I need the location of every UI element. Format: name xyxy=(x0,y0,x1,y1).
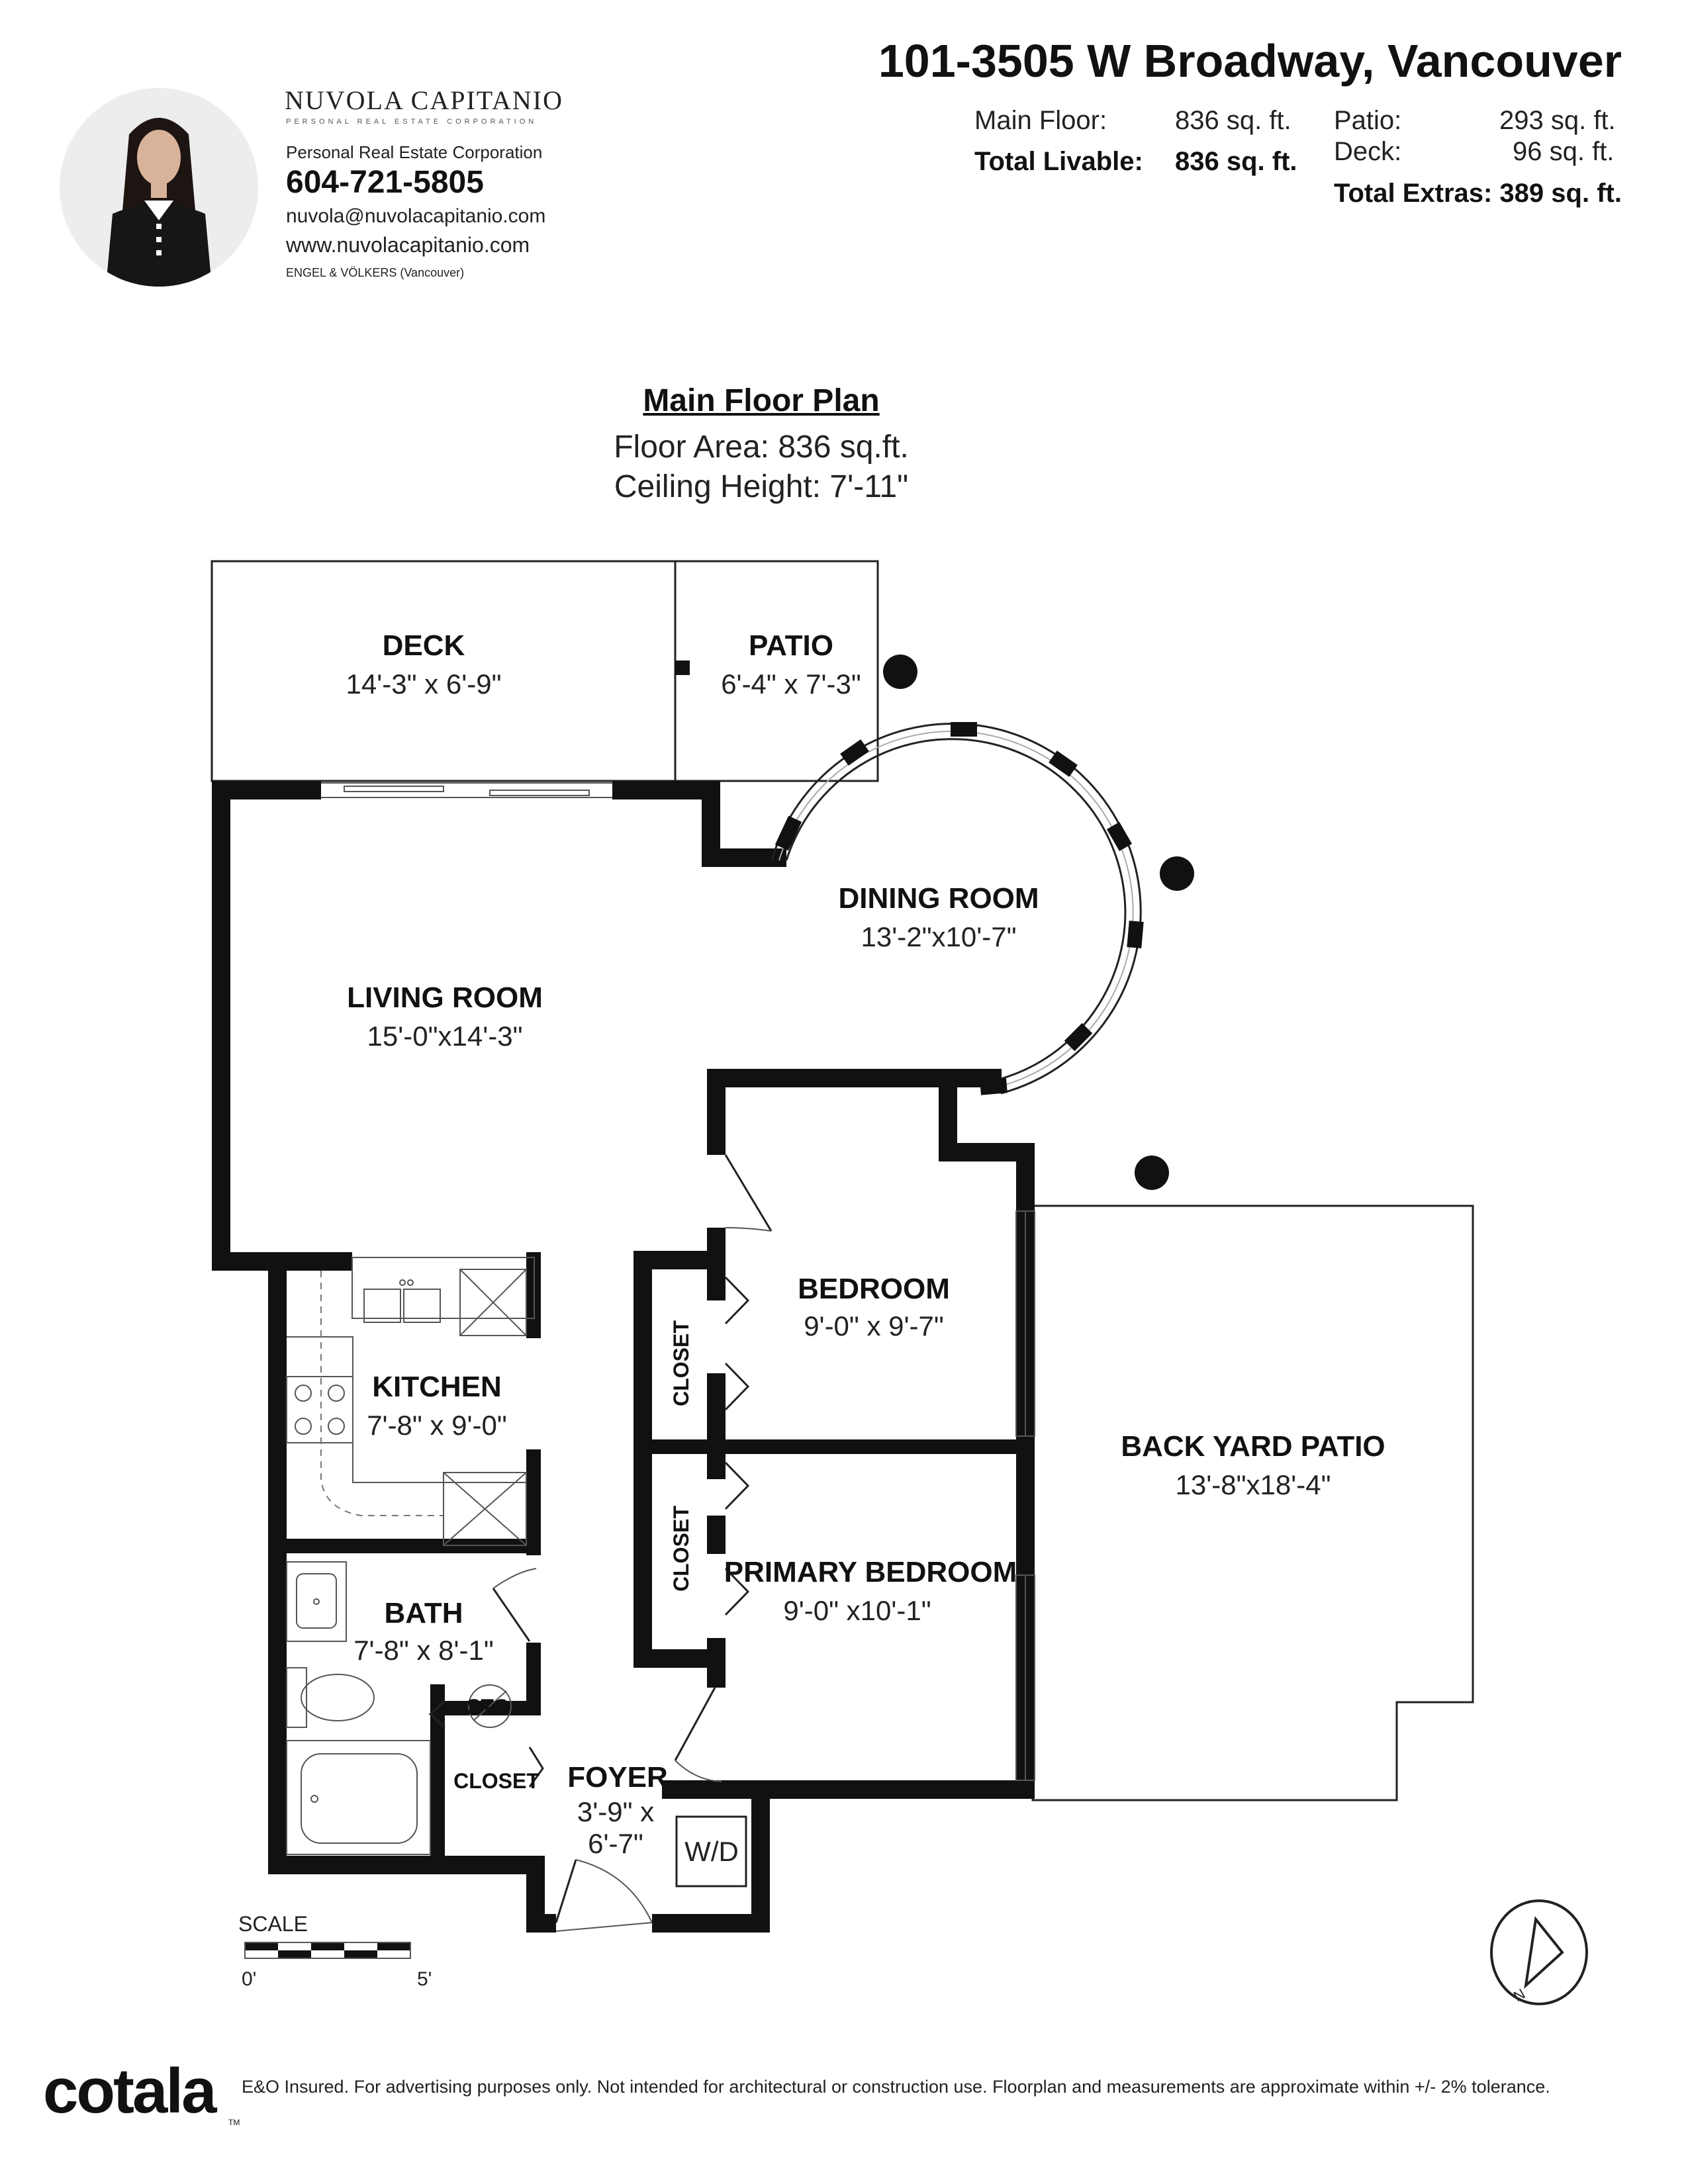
primary-bedroom-name: PRIMARY BEDROOM xyxy=(724,1556,1017,1588)
patio-area xyxy=(674,560,879,782)
foyer-dim-1: 3'-9" x xyxy=(577,1796,654,1827)
storage-icon xyxy=(468,1684,512,1728)
patio-dim: 6'-4" x 7'-3" xyxy=(721,668,861,700)
plan-title: Main Floor Plan xyxy=(643,383,880,418)
primary-bedroom-window xyxy=(1015,1574,1035,1781)
bedroom-closet-label: CLOSET xyxy=(669,1320,693,1406)
foyer-name: FOYER xyxy=(567,1761,668,1794)
bath-door xyxy=(492,1568,537,1642)
total-extras: Total Extras: 389 sq. ft. xyxy=(1334,179,1622,208)
fridge-icon xyxy=(459,1269,527,1336)
total-livable-value: 836 sq. ft. xyxy=(1175,147,1297,176)
main-floor-value: 836 sq. ft. xyxy=(1175,106,1291,135)
plan-floor-area: Floor Area: 836 sq.ft. xyxy=(614,430,909,465)
agent-website[interactable]: www.nuvolacapitanio.com xyxy=(286,233,530,257)
north-arrow-icon: N xyxy=(1490,1899,1588,2005)
agent-corporation: Personal Real Estate Corporation xyxy=(286,142,543,162)
patio-area-label: Patio: xyxy=(1334,106,1402,135)
scale-end: 5' xyxy=(417,1968,432,1990)
main-floor-label: Main Floor: xyxy=(974,106,1107,135)
bath-dim: 7'-8" x 8'-1" xyxy=(353,1635,494,1666)
bedroom-door xyxy=(724,1154,773,1232)
entry-door xyxy=(555,1859,653,1932)
kitchen-dim: 7'-8" x 9'-0" xyxy=(367,1410,507,1441)
column-1 xyxy=(883,655,917,689)
bedroom-closet-doors xyxy=(724,1276,750,1411)
property-address: 101-3505 W Broadway, Vancouver xyxy=(878,35,1622,87)
primary-bedroom-dim: 9'-0" x10'-1" xyxy=(783,1595,931,1626)
foyer-closet-label: CLOSET xyxy=(453,1769,539,1793)
walls xyxy=(212,781,1035,1933)
foyer-dim-2: 6'-7" xyxy=(588,1828,643,1859)
patio-area-value: 293 sq. ft. xyxy=(1499,106,1616,135)
dining-bay-window xyxy=(771,722,1144,1095)
scale-bar: SCALE 0' 5' xyxy=(238,1912,432,1990)
storage-door xyxy=(428,1700,446,1729)
washer-dryer-label: W/D xyxy=(684,1836,739,1867)
deck-sliding-door xyxy=(321,782,612,798)
total-livable-label: Total Livable: xyxy=(974,147,1143,176)
bedroom-window xyxy=(1015,1210,1035,1437)
bath-fixtures xyxy=(286,1561,431,1855)
plan-ceiling-height: Ceiling Height: 7'-11" xyxy=(614,469,909,504)
sink-icon xyxy=(363,1289,401,1323)
dishwasher-icon xyxy=(443,1472,527,1546)
washer-dryer-icon xyxy=(675,1815,747,1888)
living-room-dim: 15'-0"x14'-3" xyxy=(367,1021,523,1052)
kitchen-fixtures xyxy=(286,1257,535,1546)
bedroom-dim: 9'-0" x 9'-7" xyxy=(804,1310,944,1342)
column-3 xyxy=(1135,1156,1169,1190)
stove-icon xyxy=(286,1376,353,1443)
agent-portrait-icon xyxy=(60,88,258,287)
closet-door xyxy=(528,1747,544,1788)
cotala-logo: cotala xyxy=(43,2056,216,2126)
deck-dim: 14'-3" x 6'-9" xyxy=(346,668,502,700)
kitchen-name: KITCHEN xyxy=(372,1371,502,1403)
agent-photo xyxy=(60,88,258,287)
backyard-patio-name: BACK YARD PATIO xyxy=(1121,1430,1385,1463)
agent-name: NUVOLA CAPITANIO xyxy=(285,85,564,115)
scale-label: SCALE xyxy=(238,1912,308,1936)
vanity-icon xyxy=(286,1561,347,1642)
deck-area-label: Deck: xyxy=(1334,137,1402,166)
primary-bedroom-door xyxy=(674,1687,722,1782)
dining-room-name: DINING ROOM xyxy=(838,882,1039,915)
backyard-patio-outline xyxy=(1031,1205,1474,1801)
dining-room-dim: 13'-2"x10'-7" xyxy=(861,921,1017,952)
patio-name: PATIO xyxy=(749,629,833,662)
cotala-trademark: TM xyxy=(228,2118,240,2127)
backyard-patio-dim: 13'-8"x18'-4" xyxy=(1176,1469,1331,1500)
toilet-icon xyxy=(286,1667,307,1728)
bedroom-name: BEDROOM xyxy=(798,1273,950,1305)
primary-closet-label: CLOSET xyxy=(669,1506,693,1592)
agent-brokerage: ENGEL & VÖLKERS (Vancouver) xyxy=(286,266,465,279)
storage-label: STO. xyxy=(467,1695,516,1719)
agent-email[interactable]: nuvola@nuvolacapitanio.com xyxy=(286,205,546,227)
agent-subtitle: PERSONAL REAL ESTATE CORPORATION xyxy=(286,118,538,126)
bathtub-icon xyxy=(286,1740,431,1855)
scale-start: 0' xyxy=(242,1968,256,1990)
agent-phone[interactable]: 604-721-5805 xyxy=(286,165,484,200)
bath-name: BATH xyxy=(385,1597,463,1629)
deck-name: DECK xyxy=(383,629,465,662)
column-2 xyxy=(1160,856,1194,891)
primary-closet-doors xyxy=(724,1461,750,1616)
deck-area-value: 96 sq. ft. xyxy=(1513,137,1615,166)
living-room-name: LIVING ROOM xyxy=(347,981,543,1014)
disclaimer: E&O Insured. For advertising purposes on… xyxy=(242,2077,1550,2097)
